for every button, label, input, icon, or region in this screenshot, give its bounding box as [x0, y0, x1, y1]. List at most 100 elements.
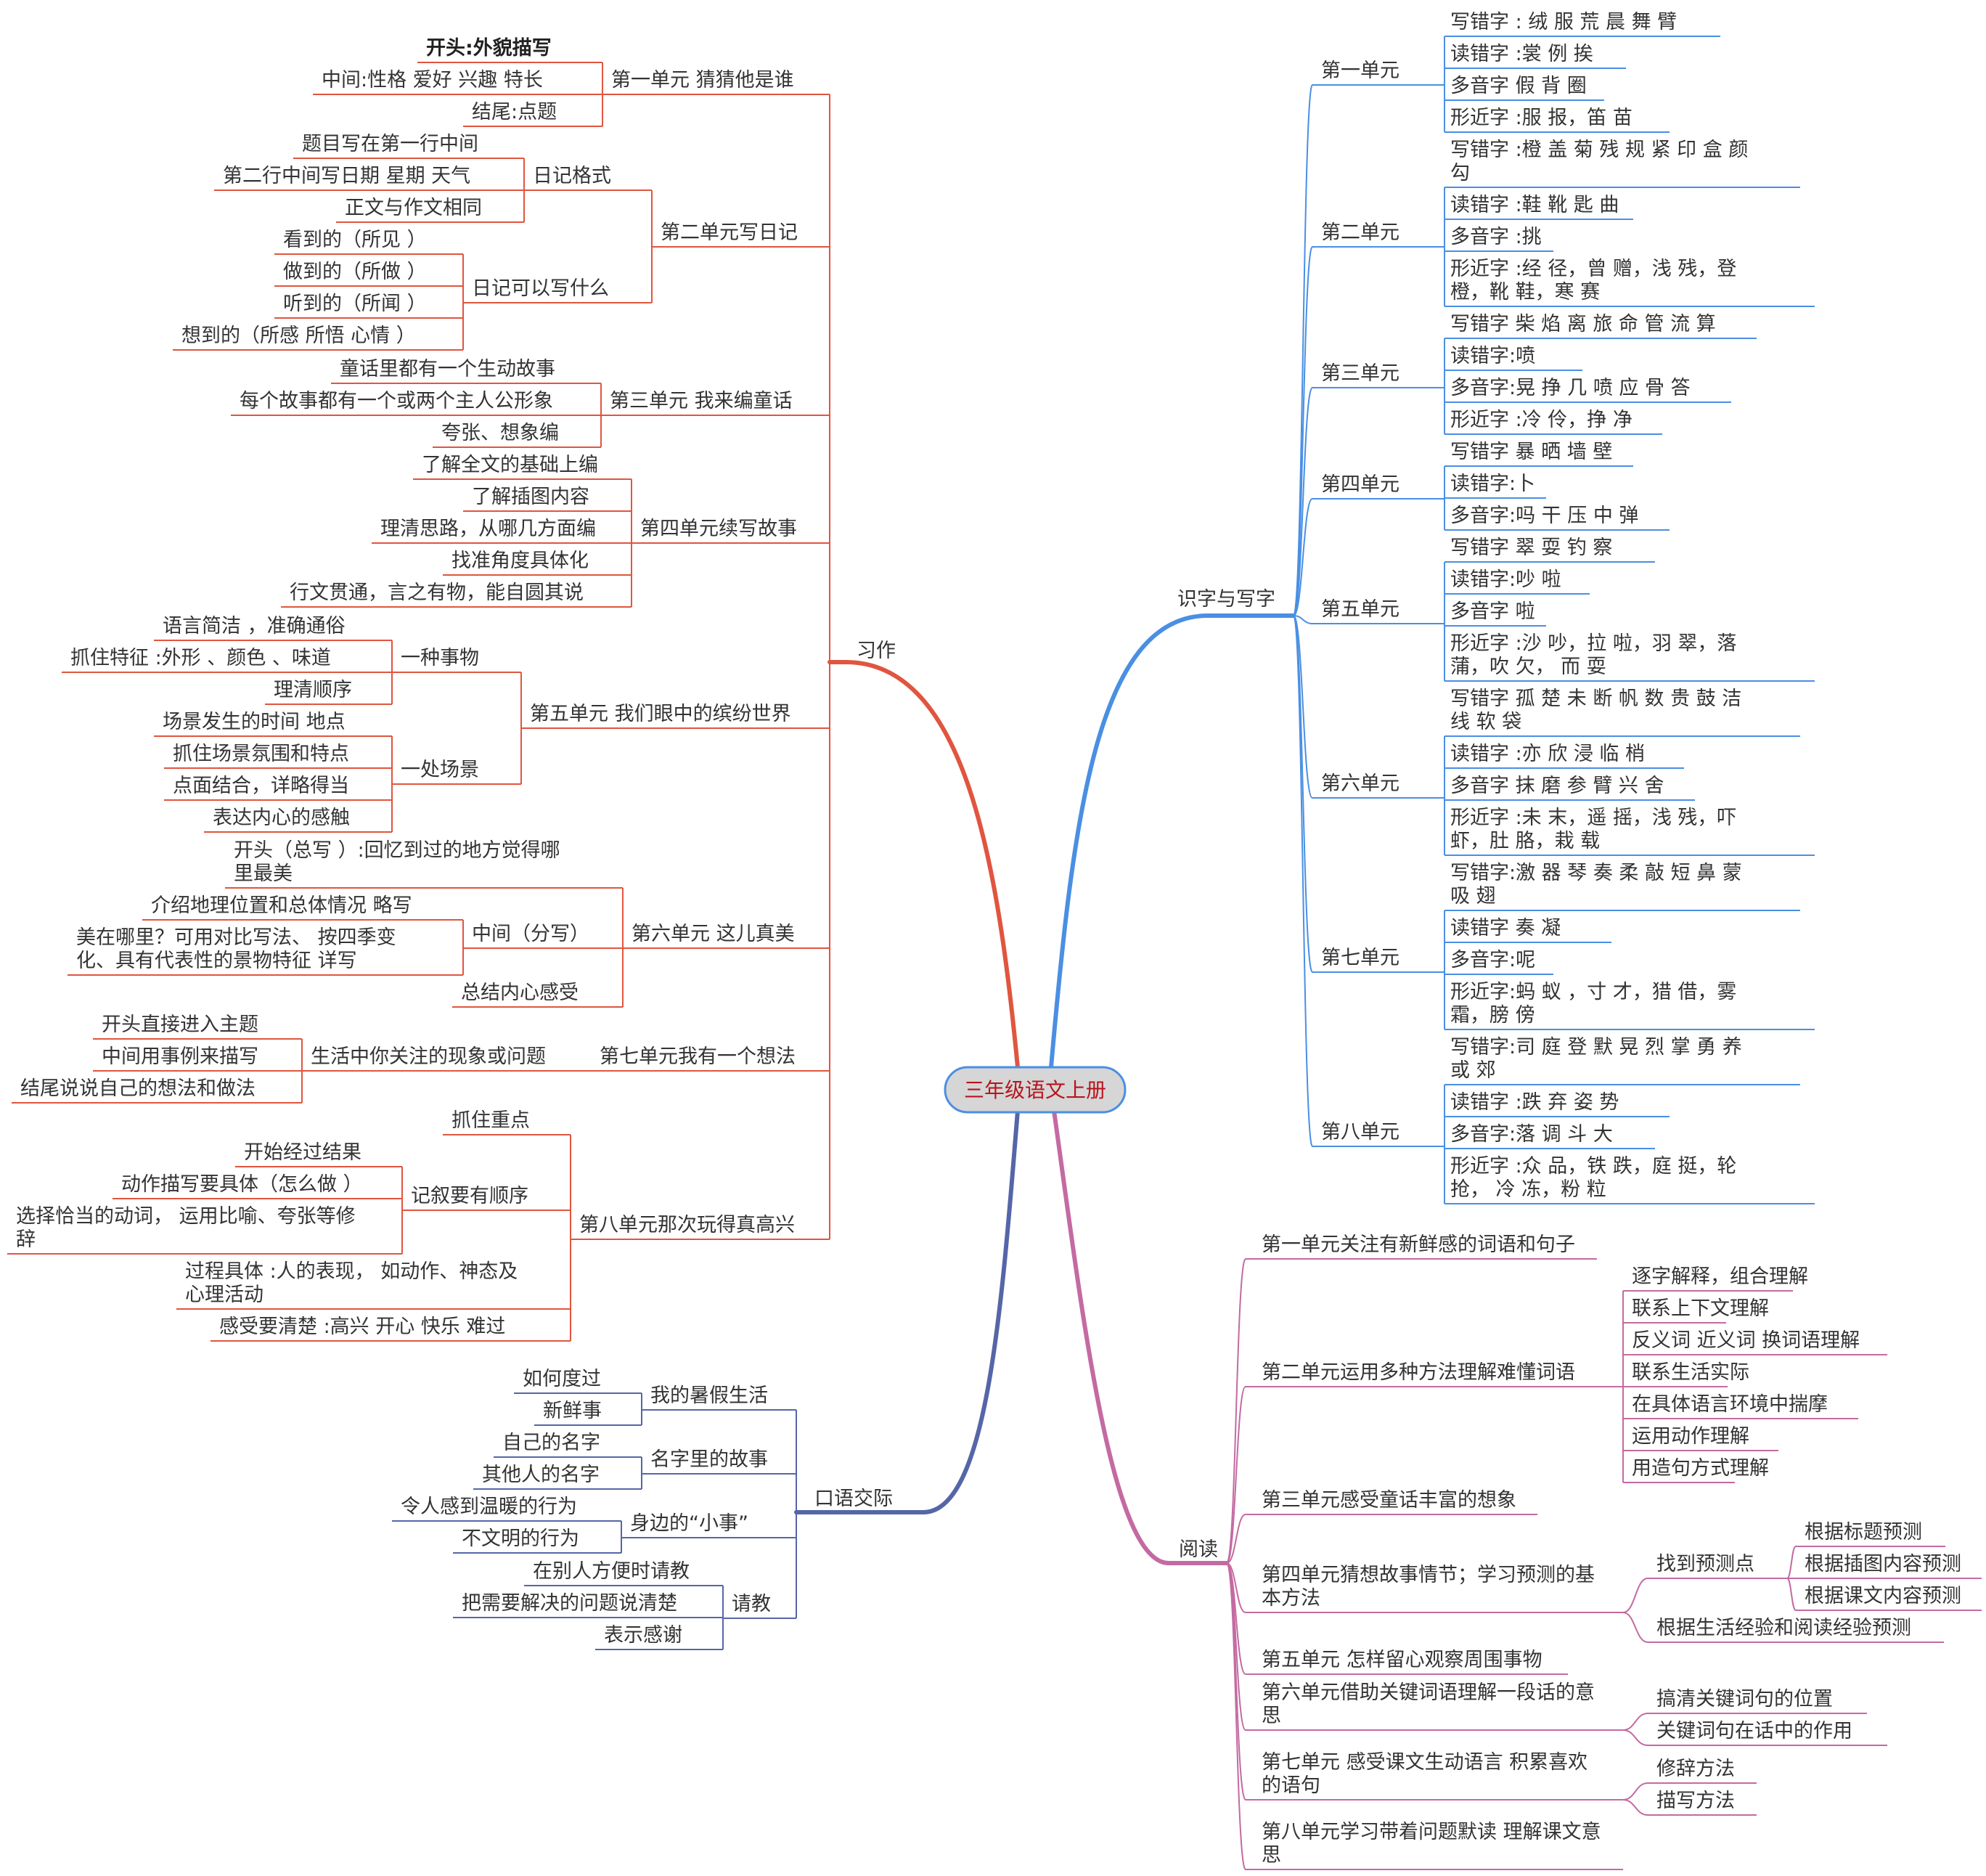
- shizi-u6-xie-l1[interactable]: 写错字 孤 楚 未 断 帆 数 贵 鼓 洁: [1450, 688, 1741, 710]
- xizuo-u6-zhong-b-l2[interactable]: 化、具有代表性的景物特征 详写: [76, 950, 357, 972]
- xizuo-u8-zhongdian[interactable]: 抓住重点: [451, 1109, 530, 1132]
- xizuo-u3[interactable]: 第三单元 我来编童话: [610, 390, 793, 412]
- shizi-u6-xie-l2[interactable]: 线 软 袋: [1450, 711, 1521, 733]
- xizuo-u5-shiwu[interactable]: 一种事物: [401, 647, 479, 669]
- yuedu-u3[interactable]: 第三单元感受童话丰富的想象: [1262, 1489, 1516, 1512]
- xizuo-u8-ganshou[interactable]: 感受要清楚 :高兴 开心 快乐 难过: [219, 1316, 505, 1338]
- shizi-u7-duo[interactable]: 多音字:呢: [1450, 949, 1535, 971]
- yuedu-u8-l2[interactable]: 思: [1262, 1844, 1281, 1867]
- kouyu-shujia-a[interactable]: 如何度过: [523, 1368, 601, 1390]
- xizuo-u4[interactable]: 第四单元续写故事: [640, 518, 797, 540]
- xizuo-u2-geshi-a[interactable]: 题目写在第一行中间: [302, 133, 478, 155]
- shizi-u7-du[interactable]: 读错字 奏 凝: [1450, 917, 1561, 939]
- shizi-u3-xie[interactable]: 写错字 柴 焰 离 旅 命 管 流 算: [1450, 313, 1716, 335]
- xizuo-u1-jiewei[interactable]: 结尾:点题: [472, 101, 557, 123]
- xizuo-u2-xie-d[interactable]: 想到的（所感 所悟 心情 ）: [181, 325, 416, 347]
- shizi-u4[interactable]: 第四单元: [1321, 473, 1399, 496]
- yuedu-u4-zhaodao-b[interactable]: 根据插图内容预测: [1805, 1553, 1961, 1575]
- kouyu-qingjiao-c[interactable]: 表示感谢: [604, 1624, 682, 1647]
- kouyu-label[interactable]: 口语交际: [814, 1488, 893, 1510]
- xizuo-u2-xie[interactable]: 日记可以写什么: [472, 277, 609, 300]
- xizuo-u8-shunxu[interactable]: 记叙要有顺序: [411, 1185, 528, 1207]
- xizuo-u2-geshi-b[interactable]: 第二行中间写日期 星期 天气: [223, 165, 470, 187]
- xizuo-u6-kaitou-l2[interactable]: 里最美: [234, 862, 293, 885]
- shizi-u2-xie-l1[interactable]: 写错字 :橙 盖 菊 残 规 紧 印 盒 颜: [1450, 139, 1748, 161]
- xizuo-u5-changjing-a[interactable]: 场景发生的时间 地点: [163, 711, 346, 733]
- yuedu-u6-a[interactable]: 搞清关键词句的位置: [1656, 1688, 1833, 1710]
- shizi-u8-du[interactable]: 读错字 :跌 弃 姿 势: [1450, 1091, 1619, 1114]
- xizuo-u8-shunxu-c-l2[interactable]: 辞: [16, 1228, 36, 1251]
- kouyu-xiaoshi-a[interactable]: 令人感到温暖的行为: [401, 1496, 577, 1518]
- yuedu-u4-l2[interactable]: 本方法: [1262, 1587, 1320, 1610]
- xizuo-label[interactable]: 习作: [857, 640, 896, 662]
- shizi-u1-xie[interactable]: 写错字 : 绒 服 荒 晨 舞 臂: [1450, 11, 1677, 33]
- kouyu-qingjiao-b[interactable]: 把需要解决的问题说清楚: [462, 1592, 677, 1615]
- xizuo-u5-changjing-b[interactable]: 抓住场景氛围和特点: [173, 743, 349, 765]
- shizi-u1-duo[interactable]: 多音字 假 背 圈: [1450, 75, 1587, 97]
- xizuo-u7-a[interactable]: 开头直接进入主题: [102, 1014, 258, 1036]
- xizuo-u2-xie-c[interactable]: 听到的（所闻 ）: [283, 293, 427, 315]
- xizuo-u2-geshi[interactable]: 日记格式: [533, 165, 611, 187]
- xizuo-u5-changjing[interactable]: 一处场景: [401, 759, 479, 781]
- shizi-u5-duo[interactable]: 多音字 啦: [1450, 600, 1535, 623]
- kouyu-xiaoshi-b[interactable]: 不文明的行为: [462, 1528, 579, 1550]
- yuedu-u6-l1[interactable]: 第六单元借助关键词语理解一段话的意: [1262, 1681, 1595, 1704]
- shizi-u2-duo[interactable]: 多音字 :挑: [1450, 226, 1542, 248]
- yuedu-u2-f[interactable]: 运用动作理解: [1632, 1425, 1749, 1448]
- shizi-u1-xing[interactable]: 形近字 :服 报，笛 苗: [1450, 107, 1632, 129]
- yuedu-label[interactable]: 阅读: [1179, 1538, 1218, 1561]
- shizi-u6-duo[interactable]: 多音字 抹 磨 参 臂 兴 舍: [1450, 775, 1664, 797]
- yuedu-u4-zhaodao[interactable]: 找到预测点: [1656, 1553, 1754, 1575]
- shizi-u8-duo[interactable]: 多音字:落 调 斗 大: [1450, 1123, 1613, 1146]
- xizuo-u5-shiwu-b[interactable]: 抓住特征 :外形 、颜色 、味道: [70, 647, 331, 669]
- kouyu-mingzi[interactable]: 名字里的故事: [650, 1448, 768, 1471]
- yuedu-u7-b[interactable]: 描写方法: [1656, 1790, 1735, 1812]
- xizuo-u5-changjing-c[interactable]: 点面结合，详略得当: [173, 775, 349, 797]
- shizi-u6-xing-l2[interactable]: 虾，肚 胳，栽 载: [1450, 830, 1600, 852]
- xizuo-u5-shiwu-c[interactable]: 理清顺序: [274, 679, 352, 701]
- xizuo-u2-xie-a[interactable]: 看到的（所见 ）: [283, 229, 427, 251]
- xizuo-u5-changjing-d[interactable]: 表达内心的感触: [213, 807, 350, 829]
- xizuo-u7-b[interactable]: 中间用事例来描写: [102, 1045, 258, 1068]
- shizi-u5-du[interactable]: 读错字:吵 啦: [1450, 568, 1561, 591]
- xizuo-u4-b[interactable]: 了解插图内容: [472, 486, 589, 508]
- xizuo-u6[interactable]: 第六单元 这儿真美: [632, 923, 795, 945]
- xizuo-u4-e[interactable]: 行文贯通，言之有物，能自圆其说: [290, 582, 584, 604]
- yuedu-u2-d[interactable]: 联系生活实际: [1632, 1361, 1749, 1384]
- shizi-u2-xie-l2[interactable]: 勾: [1450, 162, 1470, 184]
- xizuo-u3-b[interactable]: 每个故事都有一个或两个主人公形象: [240, 390, 553, 412]
- shizi-label[interactable]: 识字与写字: [1177, 588, 1275, 611]
- yuedu-u4-l1[interactable]: 第四单元猜想故事情节；学习预测的基: [1262, 1564, 1595, 1586]
- kouyu-xiaoshi[interactable]: 身边的“小事”: [630, 1512, 748, 1535]
- xizuo-u6-kaitou-l1[interactable]: 开头（总写 ）:回忆到过的地方觉得哪: [234, 839, 560, 862]
- shizi-u1-du[interactable]: 读错字 :裳 例 挨: [1450, 43, 1593, 65]
- yuedu-u8-l1[interactable]: 第八单元学习带着问题默读 理解课文意: [1262, 1821, 1601, 1843]
- xizuo-u2[interactable]: 第二单元写日记: [661, 221, 798, 244]
- yuedu-u4-zhaodao-c[interactable]: 根据课文内容预测: [1805, 1585, 1961, 1607]
- yuedu-u7-l2[interactable]: 的语句: [1262, 1774, 1320, 1797]
- shizi-u5-xing-l1[interactable]: 形近字 :沙 吵，拉 啦，羽 翠，落: [1450, 632, 1736, 655]
- shizi-u8[interactable]: 第八单元: [1321, 1121, 1399, 1143]
- xizuo-u3-c[interactable]: 夸张、想象编: [441, 422, 559, 444]
- yuedu-u7-a[interactable]: 修辞方法: [1656, 1758, 1735, 1780]
- yuedu-u4-zhaodao-a[interactable]: 根据标题预测: [1805, 1521, 1922, 1543]
- yuedu-u2-a[interactable]: 逐字解释，组合理解: [1632, 1265, 1808, 1288]
- shizi-u7-xie-l1[interactable]: 写错字:激 器 琴 奏 柔 敲 短 鼻 蒙: [1450, 862, 1742, 884]
- shizi-u7[interactable]: 第七单元: [1321, 947, 1399, 969]
- xizuo-u8-shunxu-b[interactable]: 动作描写要具体（怎么做 ）: [121, 1173, 363, 1196]
- kouyu-shujia-b[interactable]: 新鲜事: [543, 1400, 602, 1422]
- kouyu-mingzi-b[interactable]: 其他人的名字: [482, 1464, 600, 1486]
- yuedu-u6-b[interactable]: 关键词句在话中的作用: [1656, 1720, 1852, 1742]
- shizi-u3-xing[interactable]: 形近字 :冷 伶，挣 净: [1450, 409, 1632, 431]
- xizuo-u7-shenghuo[interactable]: 生活中你关注的现象或问题: [311, 1045, 546, 1068]
- shizi-u7-xie-l2[interactable]: 吸 翅: [1450, 885, 1496, 908]
- yuedu-u7-l1[interactable]: 第七单元 感受课文生动语言 积累喜欢: [1262, 1751, 1587, 1774]
- xizuo-u6-zhong-a[interactable]: 介绍地理位置和总体情况 略写: [151, 894, 412, 917]
- shizi-u7-xing-l2[interactable]: 霜，膀 傍: [1450, 1004, 1535, 1027]
- yuedu-u4-genju[interactable]: 根据生活经验和阅读经验预测: [1656, 1617, 1911, 1639]
- shizi-u6-du[interactable]: 读错字 :亦 欣 浸 临 梢: [1450, 743, 1645, 765]
- shizi-u8-xie-l2[interactable]: 或 郊: [1450, 1059, 1496, 1082]
- kouyu-qingjiao[interactable]: 请教: [732, 1593, 771, 1615]
- shizi-u2-xing-l1[interactable]: 形近字 :经 径，曾 赠，浅 残，登: [1450, 258, 1736, 280]
- xizuo-u5-shiwu-a[interactable]: 语言简洁 ，准确通俗: [163, 615, 346, 637]
